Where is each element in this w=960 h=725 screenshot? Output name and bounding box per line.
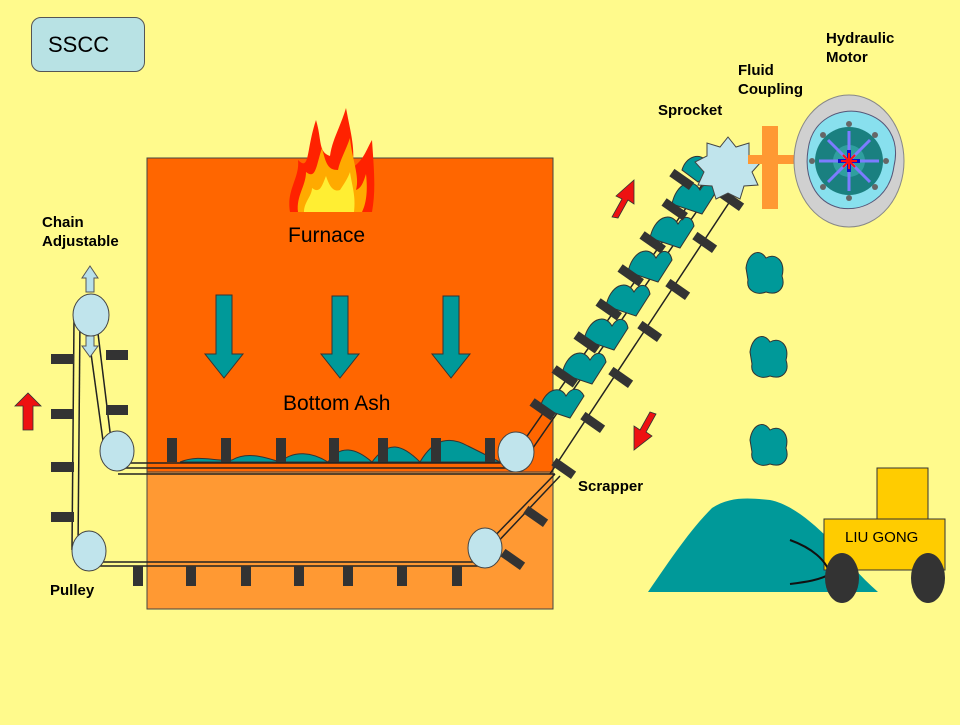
flame-icon: [289, 108, 375, 212]
fluid-coupling-icon: [748, 126, 796, 209]
adjust-double-arrow: [81, 265, 99, 358]
ash-flow-arrows: [203, 294, 472, 379]
scraper-flights-upper: [167, 438, 495, 462]
hydraulic-motor-icon: [793, 94, 905, 228]
bottom-ash-label: Bottom Ash: [283, 392, 391, 415]
direction-arrows: [14, 179, 657, 451]
pulley-label: Pulley: [50, 582, 95, 599]
title-badge: SSCC: [31, 17, 145, 72]
red-arrow-up-left: [14, 392, 42, 431]
red-arrow-down-right: [633, 411, 657, 451]
scraper-flights-incline: [500, 168, 745, 570]
down-arrow-1: [203, 294, 245, 379]
pulley-left-upper: [99, 430, 135, 472]
loader-label: LIU GONG: [845, 529, 919, 546]
sprocket-label: Sprocket: [658, 102, 723, 119]
fluid-coupling-label: Fluid Coupling: [738, 62, 803, 98]
pulley-right-lower: [467, 527, 503, 569]
scraper-flights-left: [51, 350, 128, 522]
down-arrow-3: [430, 295, 472, 379]
scrapper-label: Scrapper: [578, 478, 644, 495]
loader-vehicle: [789, 467, 946, 603]
red-arrow-up-right: [611, 179, 635, 219]
pulleys: [71, 293, 535, 572]
furnace-label: Furnace: [288, 224, 366, 247]
pulley-left-lower: [71, 530, 107, 572]
chain-adjustable-label: Chain Adjustable: [42, 214, 119, 250]
scraper-flights-lower: [133, 566, 462, 586]
pulley-adjustable: [72, 293, 110, 337]
pulley-right-upper: [497, 431, 535, 473]
hydraulic-motor-label: Hydraulic Motor: [826, 30, 895, 66]
down-arrow-2: [319, 295, 361, 379]
ash-pile: [648, 498, 878, 592]
falling-ash: [745, 252, 788, 466]
